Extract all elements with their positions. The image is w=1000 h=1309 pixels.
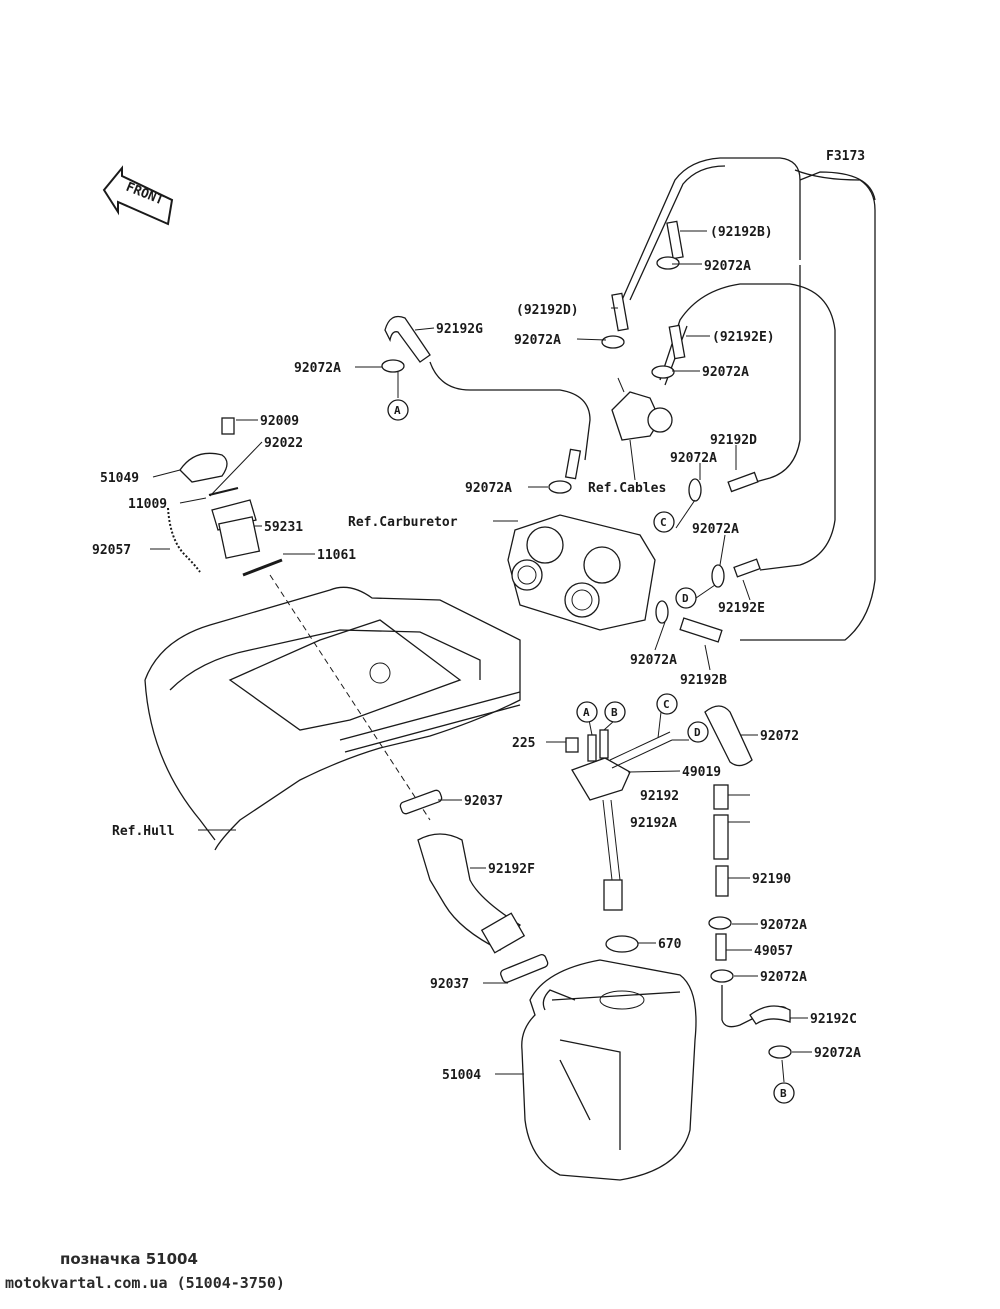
part-label: 92072A (670, 451, 717, 466)
part-label: 49019 (682, 765, 721, 780)
part-label: 92009 (260, 414, 299, 429)
part-label: (92192B) (710, 225, 773, 240)
screw-225 (565, 737, 579, 753)
part-label: 92072A (630, 653, 677, 668)
fuel-pickup-49019 (571, 729, 673, 911)
part-label: 92192E (718, 601, 765, 616)
hose-92192e (668, 324, 686, 360)
carburetor (507, 514, 656, 631)
hose-92192b (666, 220, 684, 260)
hose-end (480, 912, 526, 954)
o-ring-670 (605, 935, 639, 953)
clamp-92037-lower (500, 954, 549, 983)
ref-cables-label: Ref.Cables (588, 481, 666, 496)
clamp-icon (381, 256, 792, 1059)
hose-92190 (715, 865, 729, 897)
hose-92192c (749, 1005, 791, 1025)
part-label: 92190 (752, 872, 791, 887)
part-label: 92192A (630, 816, 677, 831)
caption-text: позначка 51004 (60, 1250, 198, 1268)
part-label: 92192C (810, 1012, 857, 1027)
callout-circle-d: D (687, 721, 709, 743)
hose-92192d (611, 292, 629, 332)
part-label: 92037 (464, 794, 503, 809)
part-label: 92072A (814, 1046, 861, 1061)
part-label: 670 (658, 937, 682, 952)
front-arrow-icon: FRONT (102, 165, 174, 226)
part-label: 59231 (264, 520, 303, 535)
clamp-92072 (704, 705, 753, 767)
part-label: (92192D) (516, 303, 579, 318)
callout-circle-a: A (387, 399, 409, 421)
callout-circle-b: B (773, 1082, 795, 1104)
hull-outline (144, 574, 521, 851)
part-label: 92037 (430, 977, 469, 992)
callout-circle-b: B (604, 701, 626, 723)
part-label: 92072A (465, 481, 512, 496)
hose-92192g (384, 315, 431, 363)
right-column-parts (704, 705, 791, 1028)
part-label: 92072A (702, 365, 749, 380)
cap-51049 (179, 452, 228, 483)
callout-circle-c: C (656, 693, 678, 715)
callout-circle-c: C (653, 511, 675, 533)
part-label: 51049 (100, 471, 139, 486)
fitting-49057 (715, 933, 727, 961)
part-label: 11061 (317, 548, 356, 563)
hose-92192f (417, 833, 521, 951)
part-label: 92192B (680, 673, 727, 688)
callout-circle-a: A (576, 701, 598, 723)
part-label: 92022 (264, 436, 303, 451)
part-label: 225 (512, 736, 535, 751)
svg-text:C: C (663, 698, 670, 711)
hose-92192b-lower (679, 617, 723, 643)
svg-text:A: A (583, 706, 590, 719)
svg-text:B: B (780, 1087, 787, 1100)
bolt-92009 (221, 417, 235, 435)
part-label: 92072A (704, 259, 751, 274)
part-label: 92192F (488, 862, 535, 877)
part-label: 11009 (128, 497, 167, 512)
part-label: 92072A (760, 970, 807, 985)
svg-text:D: D (694, 726, 701, 739)
part-label: 92072A (294, 361, 341, 376)
callout-circle-d: D (675, 587, 697, 609)
svg-text:D: D (682, 592, 689, 605)
hose-segment (564, 448, 582, 480)
svg-text:B: B (611, 706, 618, 719)
part-label: 92072A (514, 333, 561, 348)
filler-cap-assembly (167, 417, 283, 577)
part-label: 92057 (92, 543, 131, 558)
ref-carburetor-label: Ref.Carburetor (348, 515, 458, 530)
fuel-tank-51004 (521, 959, 697, 1181)
diagram-code: F3173 (826, 149, 865, 164)
hose-92192d-lower (727, 471, 759, 493)
svg-text:A: A (394, 404, 401, 417)
part-label: 92192 (640, 789, 679, 804)
part-label: 92072 (760, 729, 799, 744)
part-label: (92192E) (712, 330, 775, 345)
part-label: 51004 (442, 1068, 481, 1083)
part-label: 92072A (760, 918, 807, 933)
leader-lines (150, 230, 812, 1083)
cable-bracket (611, 377, 673, 441)
part-label: 92192D (710, 433, 757, 448)
svg-text:C: C (660, 516, 667, 529)
hose-92192e-lower (733, 558, 761, 578)
hose-92192a (713, 814, 729, 860)
source-link[interactable]: motokvartal.com.ua (51004-3750) (5, 1274, 285, 1292)
ref-hull-label: Ref.Hull (112, 824, 175, 839)
hose-92192 (713, 784, 729, 810)
part-label: 92072A (692, 522, 739, 537)
clamp-92037-upper (399, 789, 443, 815)
part-label: 92192G (436, 322, 483, 337)
part-label: 49057 (754, 944, 793, 959)
